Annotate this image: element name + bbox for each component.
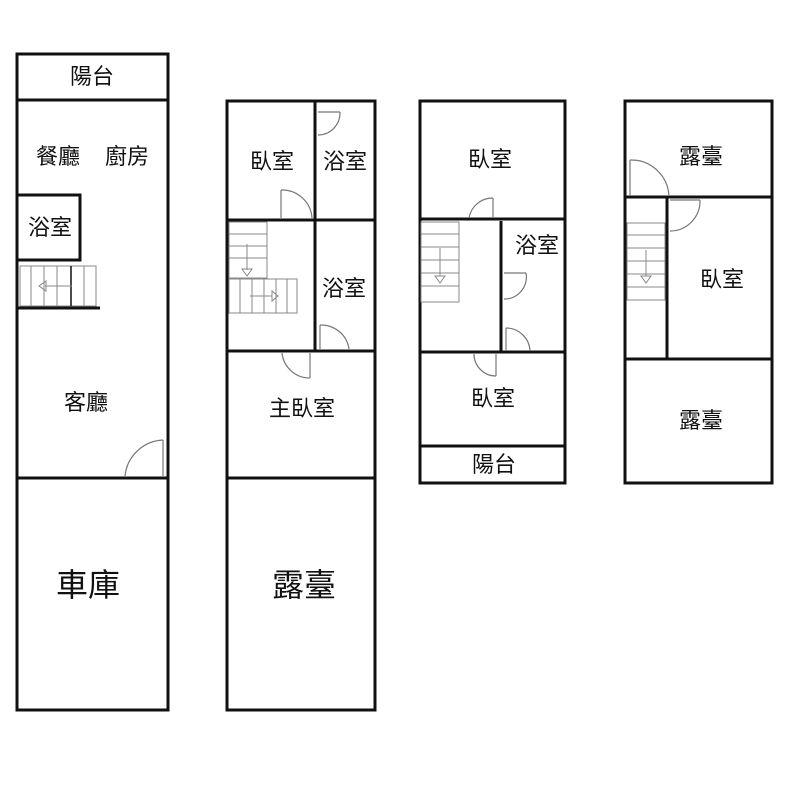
door-icon: [319, 324, 350, 350]
room-label-master-bedroom: 主臥室: [269, 397, 335, 422]
floor-1-outline: [15, 52, 170, 712]
door-icon: [629, 159, 670, 197]
floor-4-plan: 露臺 臥室 露臺: [623, 99, 774, 485]
room-label-garage: 車庫: [56, 566, 120, 604]
door-icon: [280, 189, 313, 219]
door-icon: [281, 352, 311, 379]
room-label-bathroom: 浴室: [28, 216, 72, 241]
room-label-terrace: 露臺: [272, 566, 336, 604]
room-label-kitchen: 廚房: [105, 145, 149, 170]
staircase-icon: [228, 221, 298, 314]
door-icon: [468, 197, 494, 219]
staircase-icon: [19, 265, 97, 307]
room-label-bathroom: 浴室: [323, 150, 367, 175]
room-label-bedroom: 臥室: [471, 387, 515, 412]
floor-3-plan: 臥室 浴室 臥室 陽台: [418, 99, 567, 485]
door-icon: [317, 111, 341, 136]
floor-3-outline: [418, 99, 567, 485]
door-icon: [669, 199, 701, 232]
room-label-balcony: 陽台: [472, 453, 516, 478]
floor-2-plan: 臥室 浴室 浴室 主臥室 露臺: [225, 99, 377, 712]
room-label-bedroom: 臥室: [250, 150, 294, 175]
floor-1-plan: 陽台 餐廳 廚房 浴室 客廳 車庫: [15, 52, 170, 712]
room-label-balcony: 陽台: [70, 65, 114, 90]
door-icon: [124, 439, 164, 477]
room-label-bathroom: 浴室: [322, 277, 366, 302]
door-icon: [503, 272, 527, 300]
floor-4-outline: [623, 99, 774, 485]
staircase-icon: [626, 222, 666, 301]
room-label-terrace: 露臺: [679, 409, 723, 434]
room-label-bedroom: 臥室: [700, 268, 744, 293]
staircase-icon: [420, 221, 460, 303]
bathroom-wall: [15, 193, 82, 262]
room-label-living: 客廳: [64, 391, 108, 416]
room-label-bathroom: 浴室: [515, 234, 559, 259]
door-icon: [505, 327, 531, 352]
door-icon: [473, 353, 497, 377]
room-label-dining: 餐廳: [36, 145, 80, 170]
floor-2-outline: [225, 99, 377, 712]
room-label-bedroom: 臥室: [468, 148, 512, 173]
room-label-terrace: 露臺: [679, 145, 723, 170]
